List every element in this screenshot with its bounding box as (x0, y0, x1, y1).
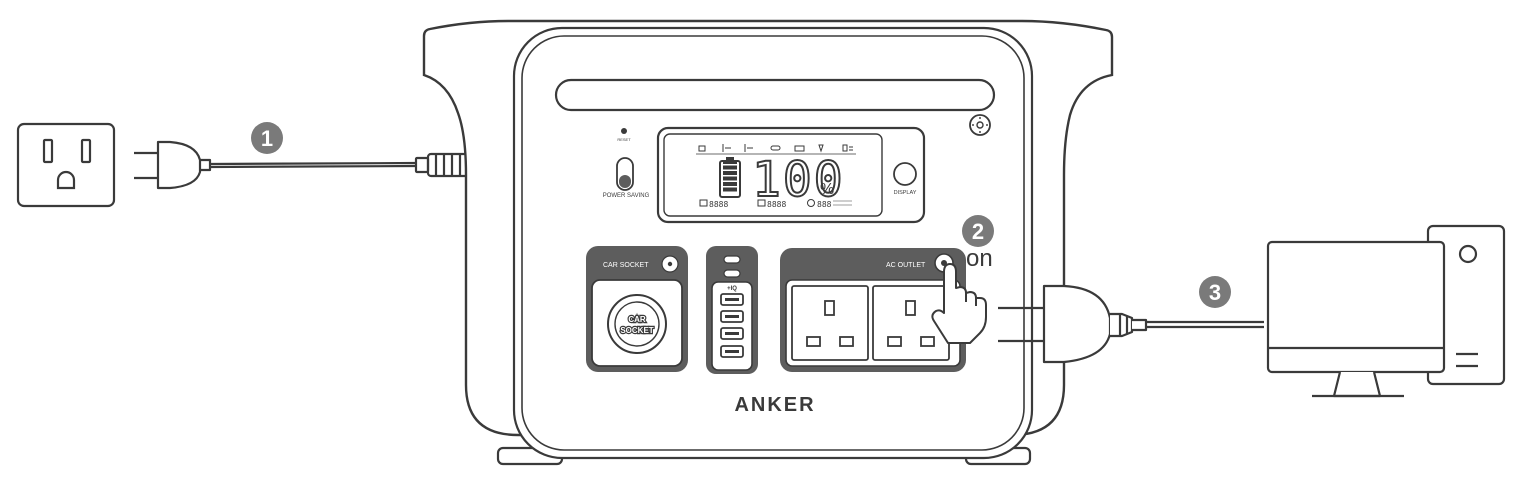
output-cable (1146, 320, 1264, 329)
battery-segment (723, 182, 737, 186)
pointing-hand-icon (931, 263, 987, 344)
step-2-badge: 2 (962, 215, 994, 247)
desktop-computer-icon (1266, 224, 1506, 398)
status-icons-row (696, 144, 856, 155)
lcd-display: 100 % 8888 8888 888 DISPLAY (656, 126, 926, 224)
power-saving-label: POWER SAVING (603, 193, 650, 199)
usb-a-port-2[interactable] (720, 310, 744, 323)
svg-text:RESET: RESET (617, 137, 631, 142)
step-3-badge: 3 (1199, 276, 1231, 308)
ac-input-connector-icon (414, 152, 472, 178)
ac-outlet-header: AC OUTLET (886, 262, 926, 269)
svg-text:1: 1 (261, 126, 273, 151)
battery-percent: 100 (752, 152, 845, 208)
usb-a-port-3[interactable] (720, 327, 744, 340)
svg-text:CAR: CAR (628, 315, 646, 324)
output-watts-readout: 8888 (757, 199, 786, 209)
wall-outlet-icon (16, 122, 116, 208)
car-socket-cap-button[interactable] (661, 255, 679, 273)
input-plug-icon (134, 140, 212, 190)
usb-a-port-1[interactable] (720, 293, 744, 306)
battery-segment (723, 176, 737, 181)
light-icon (972, 117, 988, 133)
usb-a-port-4[interactable] (720, 345, 744, 358)
power-saving-switch[interactable] (616, 157, 634, 191)
battery-percent-unit: % (820, 181, 834, 198)
battery-segment (723, 160, 737, 164)
usb-c-port-1[interactable] (723, 255, 741, 264)
step-1-badge: 1 (251, 122, 283, 154)
svg-text:8888: 8888 (709, 200, 728, 209)
svg-text:888: 888 (817, 200, 832, 209)
battery-segment (723, 165, 737, 170)
input-watts-readout: 8888 (699, 199, 728, 209)
usb-c-port-2[interactable] (723, 269, 741, 278)
reset-hole[interactable]: RESET (617, 128, 631, 142)
display-button[interactable]: DISPLAY (893, 162, 917, 196)
computer-monitor (1266, 240, 1446, 374)
car-socket-port[interactable]: CAR SOCKET (607, 294, 667, 354)
battery-icon (719, 157, 741, 198)
handle-slot (554, 78, 996, 112)
battery-segment (723, 187, 737, 192)
car-socket-header: CAR SOCKET (603, 262, 649, 269)
battery-segment (723, 171, 737, 175)
usb-fast-charge-label: +IQ (727, 286, 737, 292)
svg-text:2: 2 (972, 219, 984, 244)
svg-text:8888: 8888 (767, 200, 786, 209)
ac-outlet-panel: AC OUTLET (780, 248, 966, 372)
input-cable (209, 161, 417, 169)
time-readout: 888 (807, 199, 852, 209)
car-socket-panel: CAR SOCKET CAR SOCKET (586, 246, 688, 372)
usb-panel: +IQ (706, 246, 758, 374)
light-button[interactable] (969, 114, 991, 136)
svg-text:DISPLAY: DISPLAY (894, 190, 917, 196)
svg-text:3: 3 (1209, 280, 1221, 305)
ac-outlet-socket-1[interactable] (791, 285, 869, 361)
output-plug-icon (998, 284, 1148, 364)
svg-text:SOCKET: SOCKET (620, 326, 653, 335)
brand-logo: ANKER (734, 394, 815, 416)
step-2-label: on (966, 245, 993, 272)
ac-outlet-socket-2[interactable] (872, 285, 950, 361)
